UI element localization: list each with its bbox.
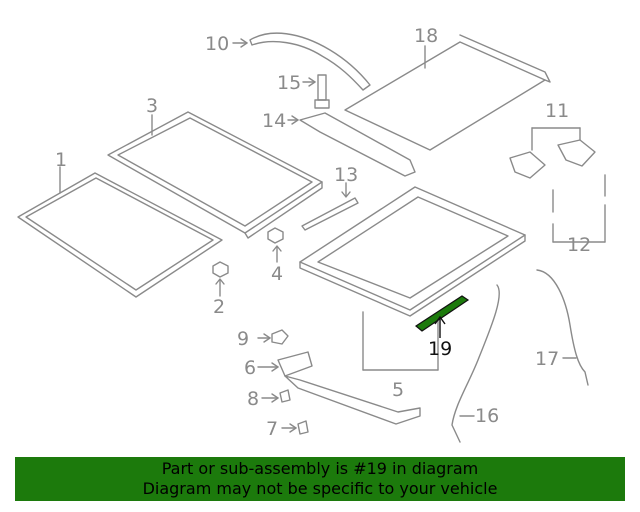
- part-5-sunroof-frame: [299, 186, 526, 371]
- part-17-drain-hose: [536, 269, 589, 386]
- part-2-nut: [212, 261, 229, 297]
- part-9-clip: [257, 329, 289, 345]
- part-19-weatherstrip: [414, 295, 470, 338]
- part-3-glass-frame: [107, 111, 323, 239]
- part-7-bolt: [281, 420, 309, 435]
- callout-11: 11: [545, 100, 569, 122]
- part-6-drive-track: [257, 351, 421, 425]
- caption-line-1: Part or sub-assembly is #19 in diagram: [161, 459, 479, 478]
- part-15-bolt: [302, 74, 330, 109]
- callout-9: 9: [237, 328, 249, 350]
- callout-5: 5: [392, 379, 404, 401]
- callout-14: 14: [262, 110, 286, 132]
- parts-diagram: 1 2 3 4 5 6 7 8 9 10 11 12 13 14 15 16 1…: [17, 25, 606, 443]
- caption-banner: Part or sub-assembly is #19 in diagram D…: [15, 457, 625, 501]
- callout-1: 1: [55, 149, 67, 171]
- part-11-motors: [509, 127, 596, 179]
- part-10-deflector-bracket: [232, 32, 371, 91]
- callout-4: 4: [271, 263, 283, 285]
- callout-10: 10: [205, 33, 229, 55]
- callout-17: 17: [535, 348, 559, 370]
- callout-12: 12: [567, 234, 591, 256]
- part-4-nut: [267, 227, 284, 263]
- callout-7: 7: [266, 418, 278, 440]
- part-12-screws: [552, 174, 606, 243]
- callout-2: 2: [213, 296, 225, 318]
- callout-16: 16: [475, 405, 499, 427]
- part-13-drain-strip: [301, 182, 359, 231]
- callout-3: 3: [146, 95, 158, 117]
- part-16-drain-hose: [451, 284, 500, 443]
- callout-13: 13: [334, 164, 358, 186]
- part-14-rail-trim: [287, 112, 416, 177]
- part-18-sunshade: [344, 34, 551, 151]
- callout-18: 18: [414, 25, 438, 47]
- callout-6: 6: [244, 357, 256, 379]
- caption-line-2: Diagram may not be specific to your vehi…: [142, 479, 498, 498]
- callout-8: 8: [247, 388, 259, 410]
- part-1-glass-panel: [17, 166, 223, 298]
- callout-19: 19: [428, 338, 452, 360]
- callout-15: 15: [277, 72, 301, 94]
- part-8-bolt: [261, 389, 291, 403]
